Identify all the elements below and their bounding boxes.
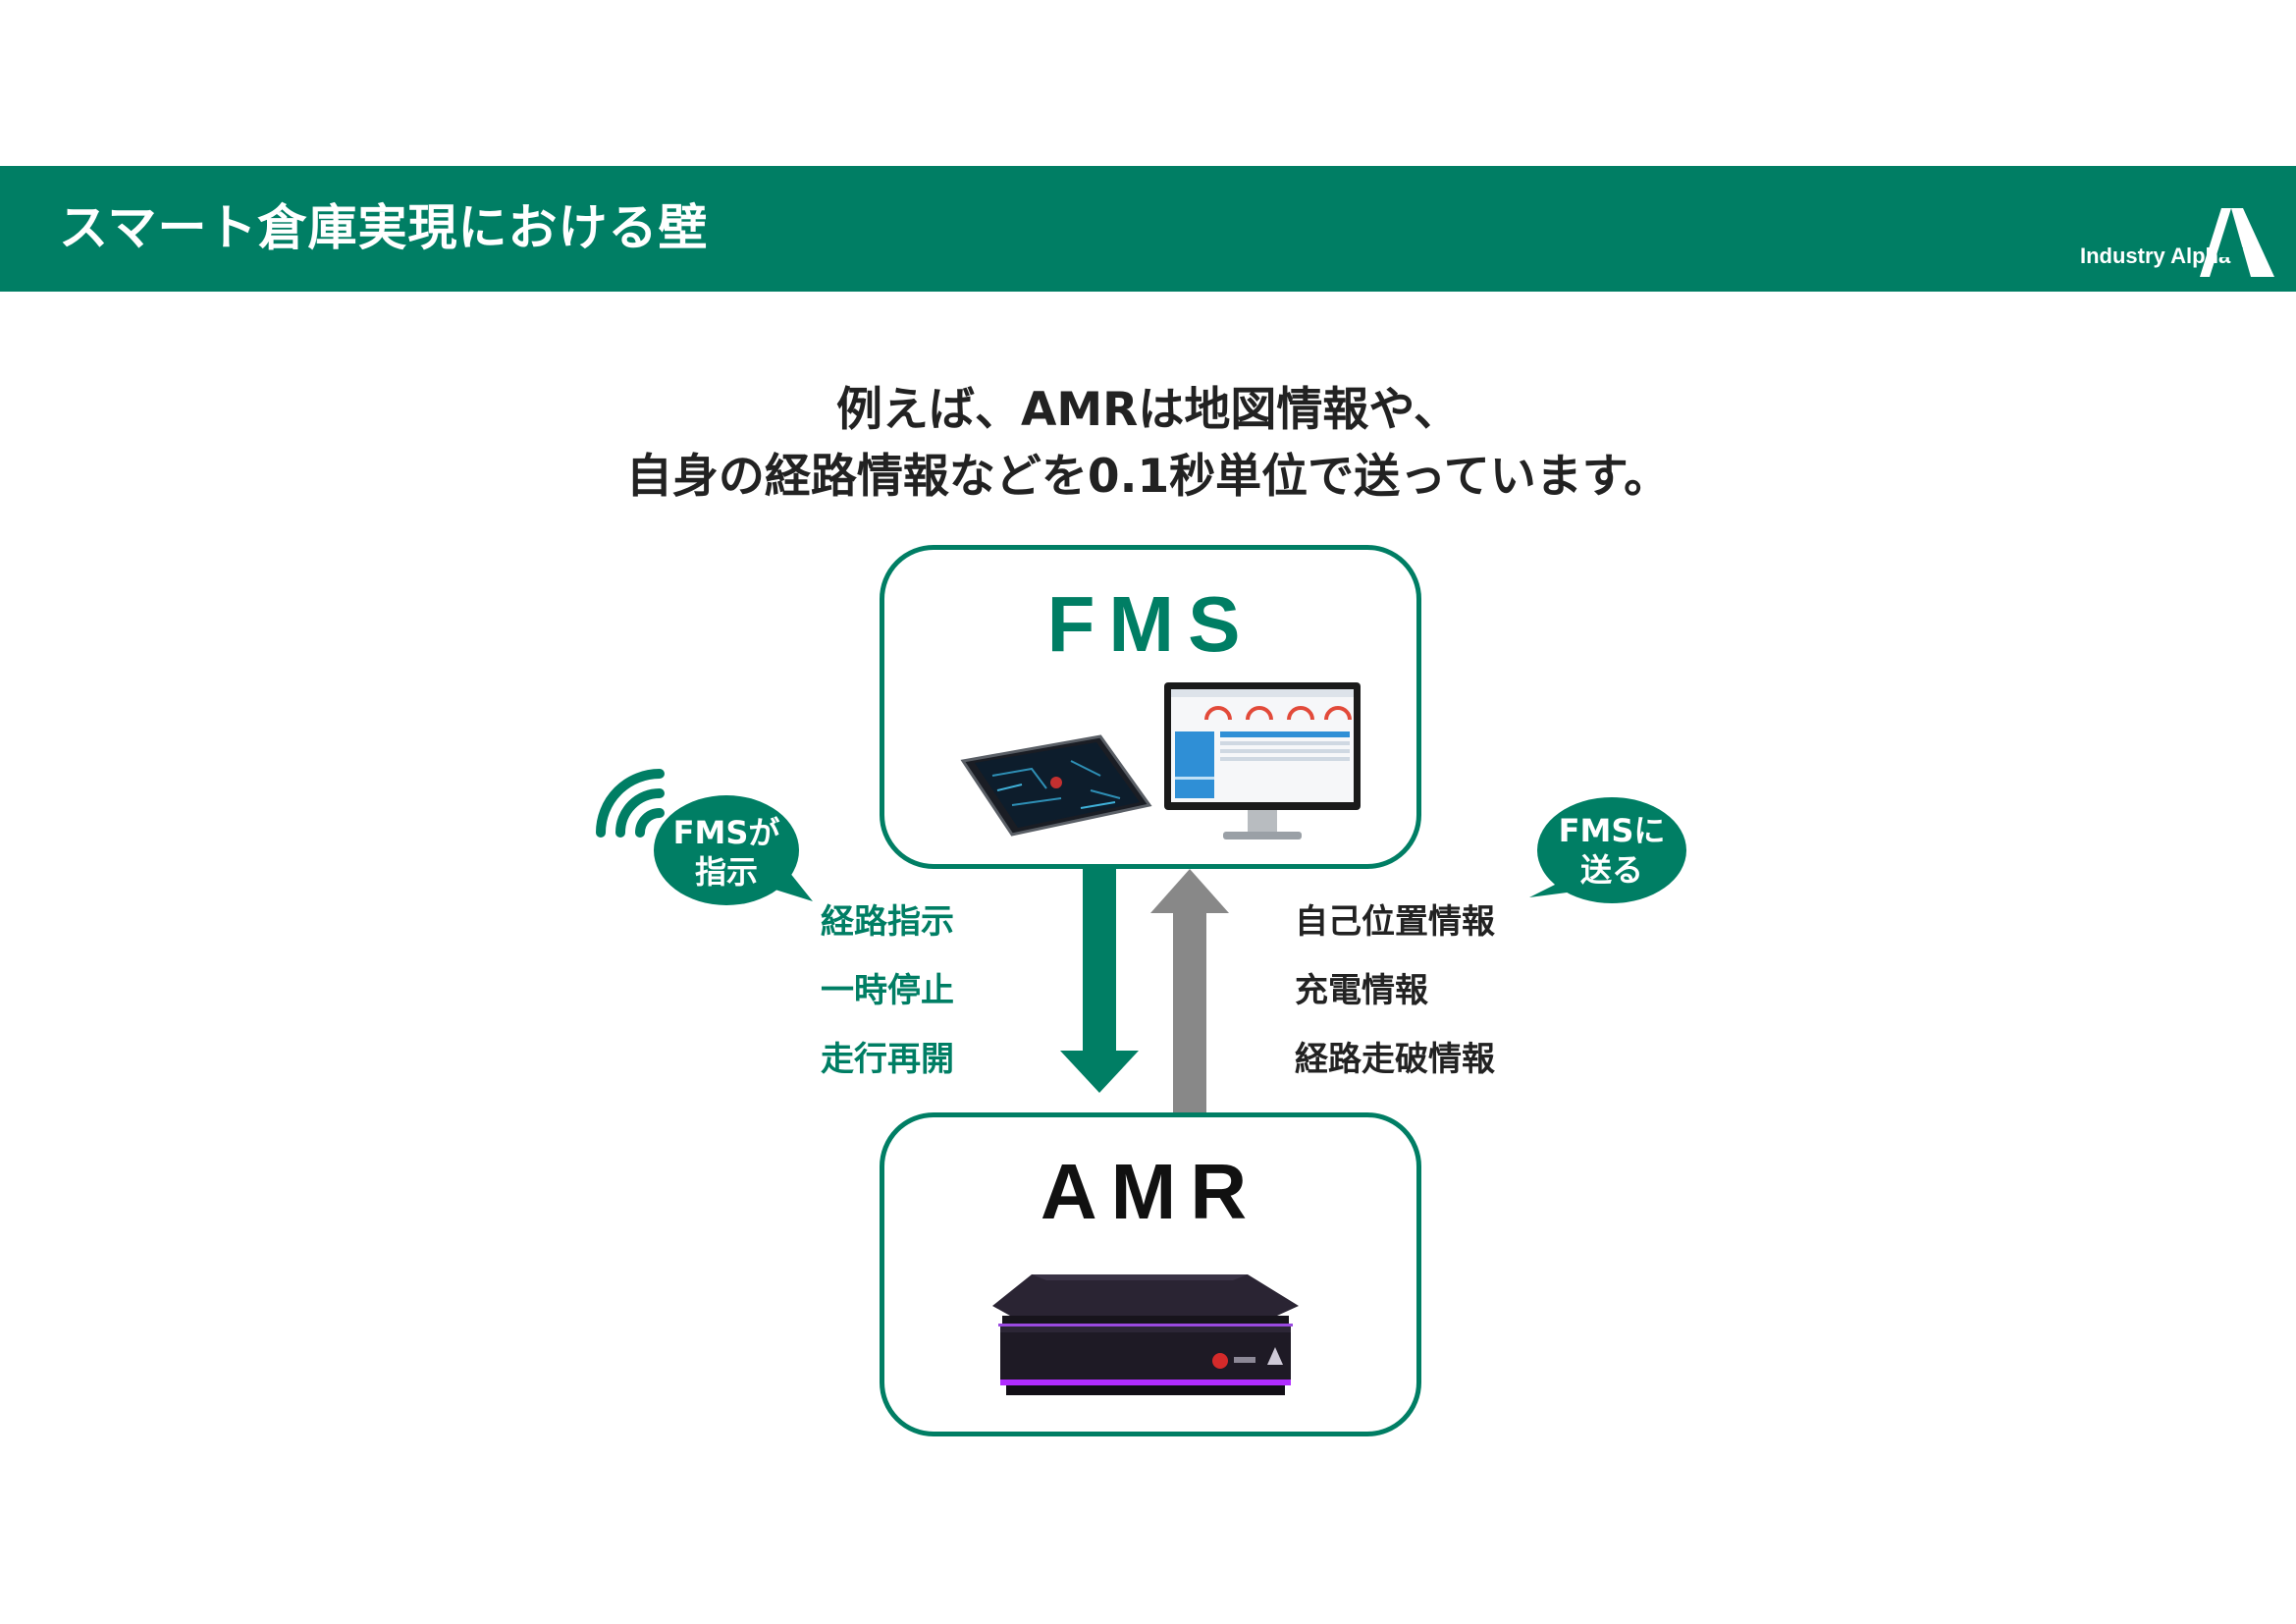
report-self-position: 自己位置情報 [1295, 902, 1495, 942]
right-bubble-line-1: FMSに [1558, 812, 1666, 849]
amr-box: AMR [880, 1112, 1421, 1436]
command-pause: 一時停止 [821, 971, 954, 1010]
monitor-icon [1164, 682, 1361, 839]
speech-bubble-left [654, 795, 813, 905]
logo-mark-icon [2200, 208, 2274, 277]
right-bubble-line-2: 送る [1579, 851, 1643, 889]
header-bar: スマート倉庫実現における壁 Industry Alpha [0, 166, 2296, 292]
down-arrow-icon [1060, 869, 1139, 1093]
fms-devices-illustration [960, 682, 1361, 839]
speech-bubble-right [1529, 797, 1686, 903]
data-flow-arrows [1060, 869, 1229, 1114]
fms-box: FMS [880, 545, 1421, 869]
left-bubble-line-2: 指示 [694, 853, 758, 891]
amr-title: AMR [1040, 1148, 1261, 1235]
amr-robot-illustration [992, 1274, 1299, 1395]
up-arrow-icon [1150, 869, 1229, 1114]
command-resume: 走行再開 [821, 1040, 954, 1079]
report-charging: 充電情報 [1295, 971, 1428, 1010]
page-title: スマート倉庫実現における壁 [59, 199, 709, 256]
industry-alpha-logo: Industry Alpha [2078, 208, 2274, 277]
left-bubble-line-1: FMSが [672, 814, 780, 851]
fms-title: FMS [1046, 580, 1255, 668]
intro-line-1: 例えば、AMRは地図情報や、 [836, 383, 1460, 437]
tablet-icon [960, 734, 1152, 837]
report-route-progress: 経路走破情報 [1295, 1040, 1495, 1079]
command-route-instruction: 経路指示 [821, 902, 954, 942]
intro-line-2: 自身の経路情報などを0.1秒単位で送っています。 [625, 450, 1671, 504]
wifi-icon [596, 769, 665, 838]
fms-instructs-bubble: FMSが 指示 [589, 754, 825, 921]
send-to-fms-bubble: FMSに 送る [1512, 795, 1698, 923]
robot-icon [992, 1274, 1299, 1395]
